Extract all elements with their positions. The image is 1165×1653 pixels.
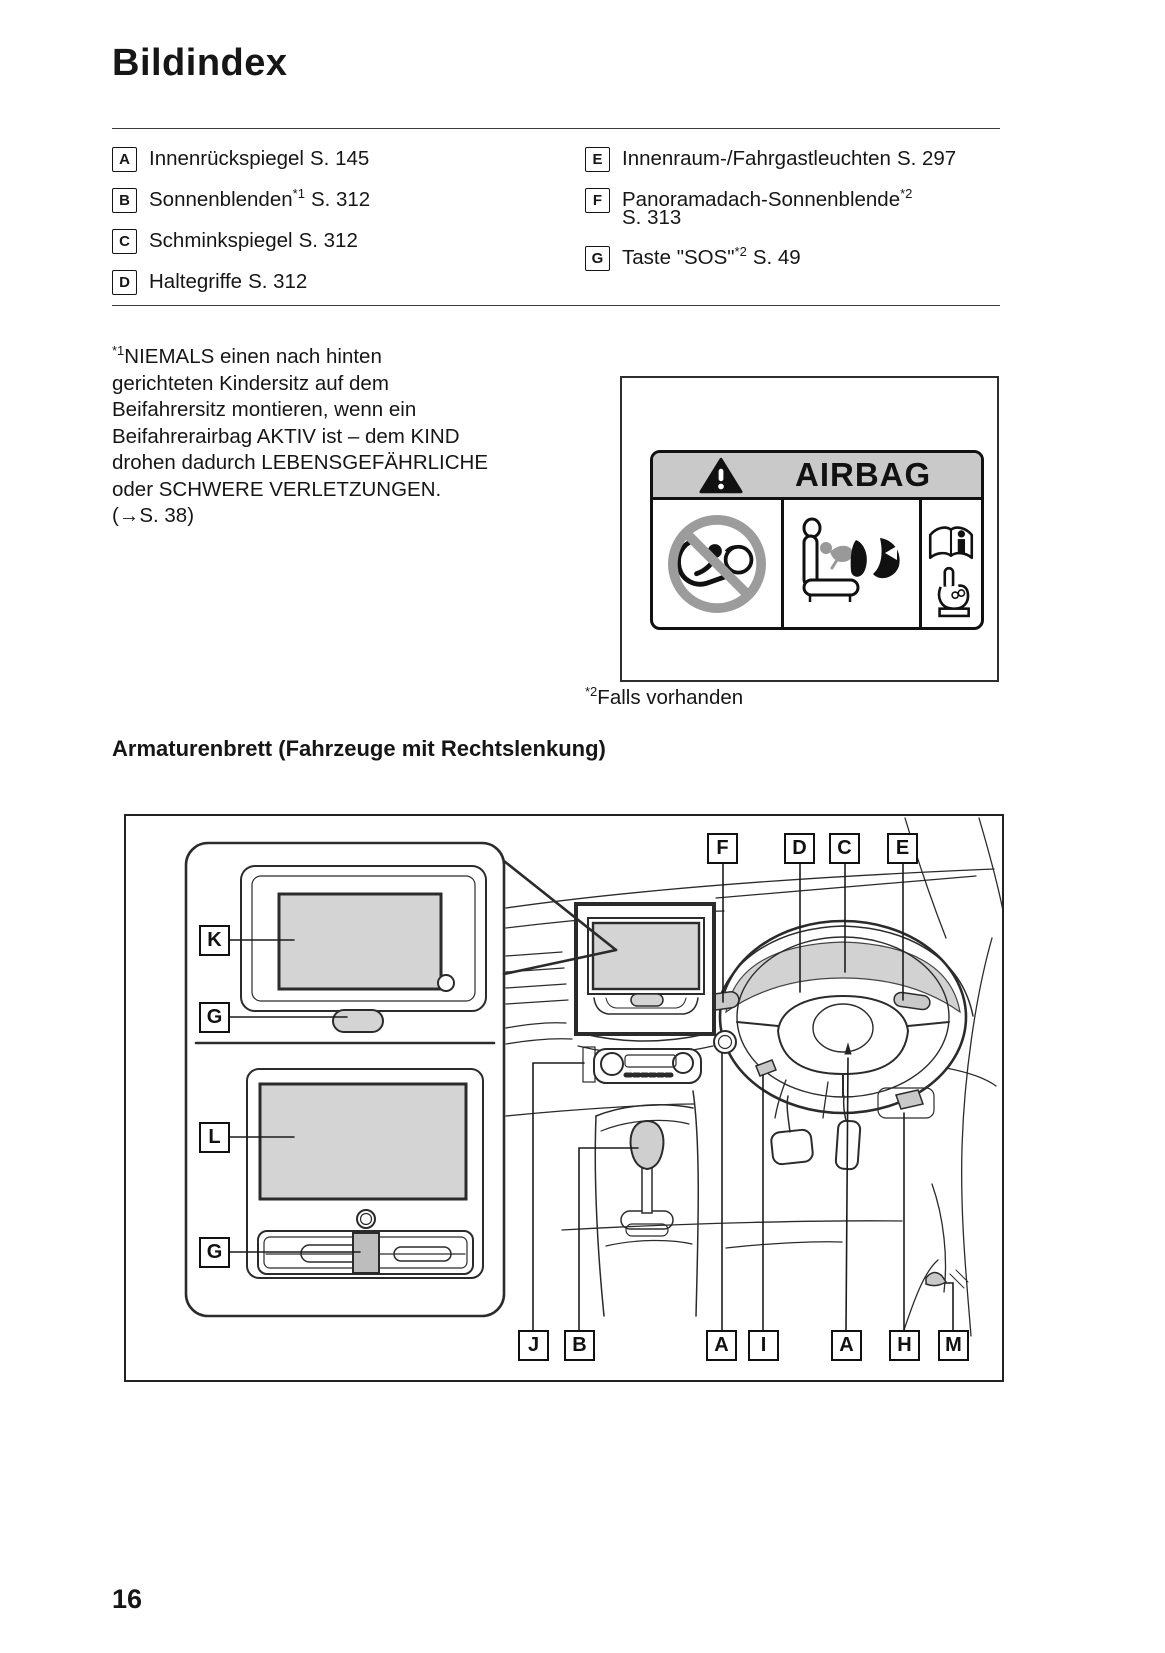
footnote-line: Beifahrersitz montieren, wenn ein: [112, 398, 417, 421]
divider-index: [112, 305, 1000, 306]
start-button: [713, 1030, 737, 1054]
airbag-label-header: AIRBAG: [653, 453, 981, 500]
callout-letter-e: E: [585, 147, 610, 172]
callout-box-j: J: [518, 1330, 549, 1361]
list-item: F Panoramadach-Sonnenblende*2: [585, 187, 1003, 213]
callout-letter-b: B: [112, 188, 137, 213]
inset-pointer: [502, 859, 618, 976]
callout-letter-f: F: [585, 188, 610, 213]
light-stalk: [893, 991, 931, 1011]
callout-box-f: F: [707, 833, 738, 864]
airbag-label-pictograms: [653, 500, 981, 627]
no-rearfacing-childseat-icon: [653, 500, 785, 627]
callout-box-a2: A: [831, 1330, 862, 1361]
item-text-line2: S. 313: [622, 206, 682, 229]
audio-panel: [582, 1046, 702, 1084]
opener-handle: [925, 1271, 948, 1287]
footnote-line: gerichteten Kindersitz auf dem: [112, 371, 389, 395]
divider-top: [112, 128, 1000, 129]
airbag-label-figure: AIRBAG: [620, 376, 999, 682]
callout-box-e: E: [887, 833, 918, 864]
callout-box-h: H: [889, 1330, 920, 1361]
airbag-label-title: AIRBAG: [795, 456, 932, 493]
footnote-line: drohen dadurch LEBENSGEFÄHRLICHE: [112, 451, 489, 474]
dash-switch: [895, 1089, 924, 1110]
footnote-2: *2Falls vorhanden: [585, 684, 744, 709]
callout-box-c: C: [829, 833, 860, 864]
gear-shifter: [629, 1119, 665, 1171]
dashboard-diagram: F D C E K G L G J B A I A H M: [124, 814, 1004, 1382]
footnote-line: Beifahrerairbag AKTIV ist – dem KIND: [112, 424, 460, 448]
page-number: 16: [112, 1584, 143, 1614]
callout-letter-d: D: [112, 270, 137, 295]
footnote-1: *1NIEMALS einen nach hinten gerichteten …: [112, 344, 582, 530]
inset-panel: [184, 841, 506, 1318]
center-console: [594, 1090, 699, 1317]
read-manual-icon: [922, 500, 981, 627]
callout-box-l: L: [199, 1122, 230, 1153]
dashboard-line-drawing: [184, 817, 1002, 1337]
callout-box-d: D: [784, 833, 815, 864]
page-title: Bildindex: [112, 42, 288, 84]
warning-triangle-icon: [699, 457, 743, 493]
release-lever: [755, 1059, 777, 1077]
item-text: Panoramadach-Sonnenblende*2: [622, 186, 913, 211]
accelerator-pedal: [834, 1119, 862, 1171]
steering-wheel: [690, 919, 974, 1289]
footnote-line: *1NIEMALS einen nach hinten: [112, 343, 382, 368]
callout-box-k: K: [199, 925, 230, 956]
callout-letter-c: C: [112, 229, 137, 254]
section-heading: Armaturenbrett (Fahrzeuge mit Rechtslenk…: [112, 736, 606, 761]
leader-lines: [229, 863, 954, 1331]
callout-letter-g: G: [585, 246, 610, 271]
center-display-unit: [574, 902, 716, 1055]
airbag-deployment-icon: [784, 500, 922, 627]
callout-box-g2: G: [199, 1237, 230, 1268]
brake-pedal: [770, 1128, 814, 1166]
cabin-lines: [505, 817, 1002, 1337]
footnote-line: oder SCHWERE VERLETZUNGEN.: [112, 477, 442, 501]
callout-box-b: B: [564, 1330, 595, 1361]
footnote-line: (→S. 38): [112, 504, 195, 527]
callout-box-i: I: [748, 1330, 779, 1361]
callout-box-a1: A: [706, 1330, 737, 1361]
callout-letter-a: A: [112, 147, 137, 172]
airbag-warning-label: AIRBAG: [650, 450, 984, 630]
callout-box-g1: G: [199, 1002, 230, 1033]
callout-box-m: M: [938, 1330, 969, 1361]
